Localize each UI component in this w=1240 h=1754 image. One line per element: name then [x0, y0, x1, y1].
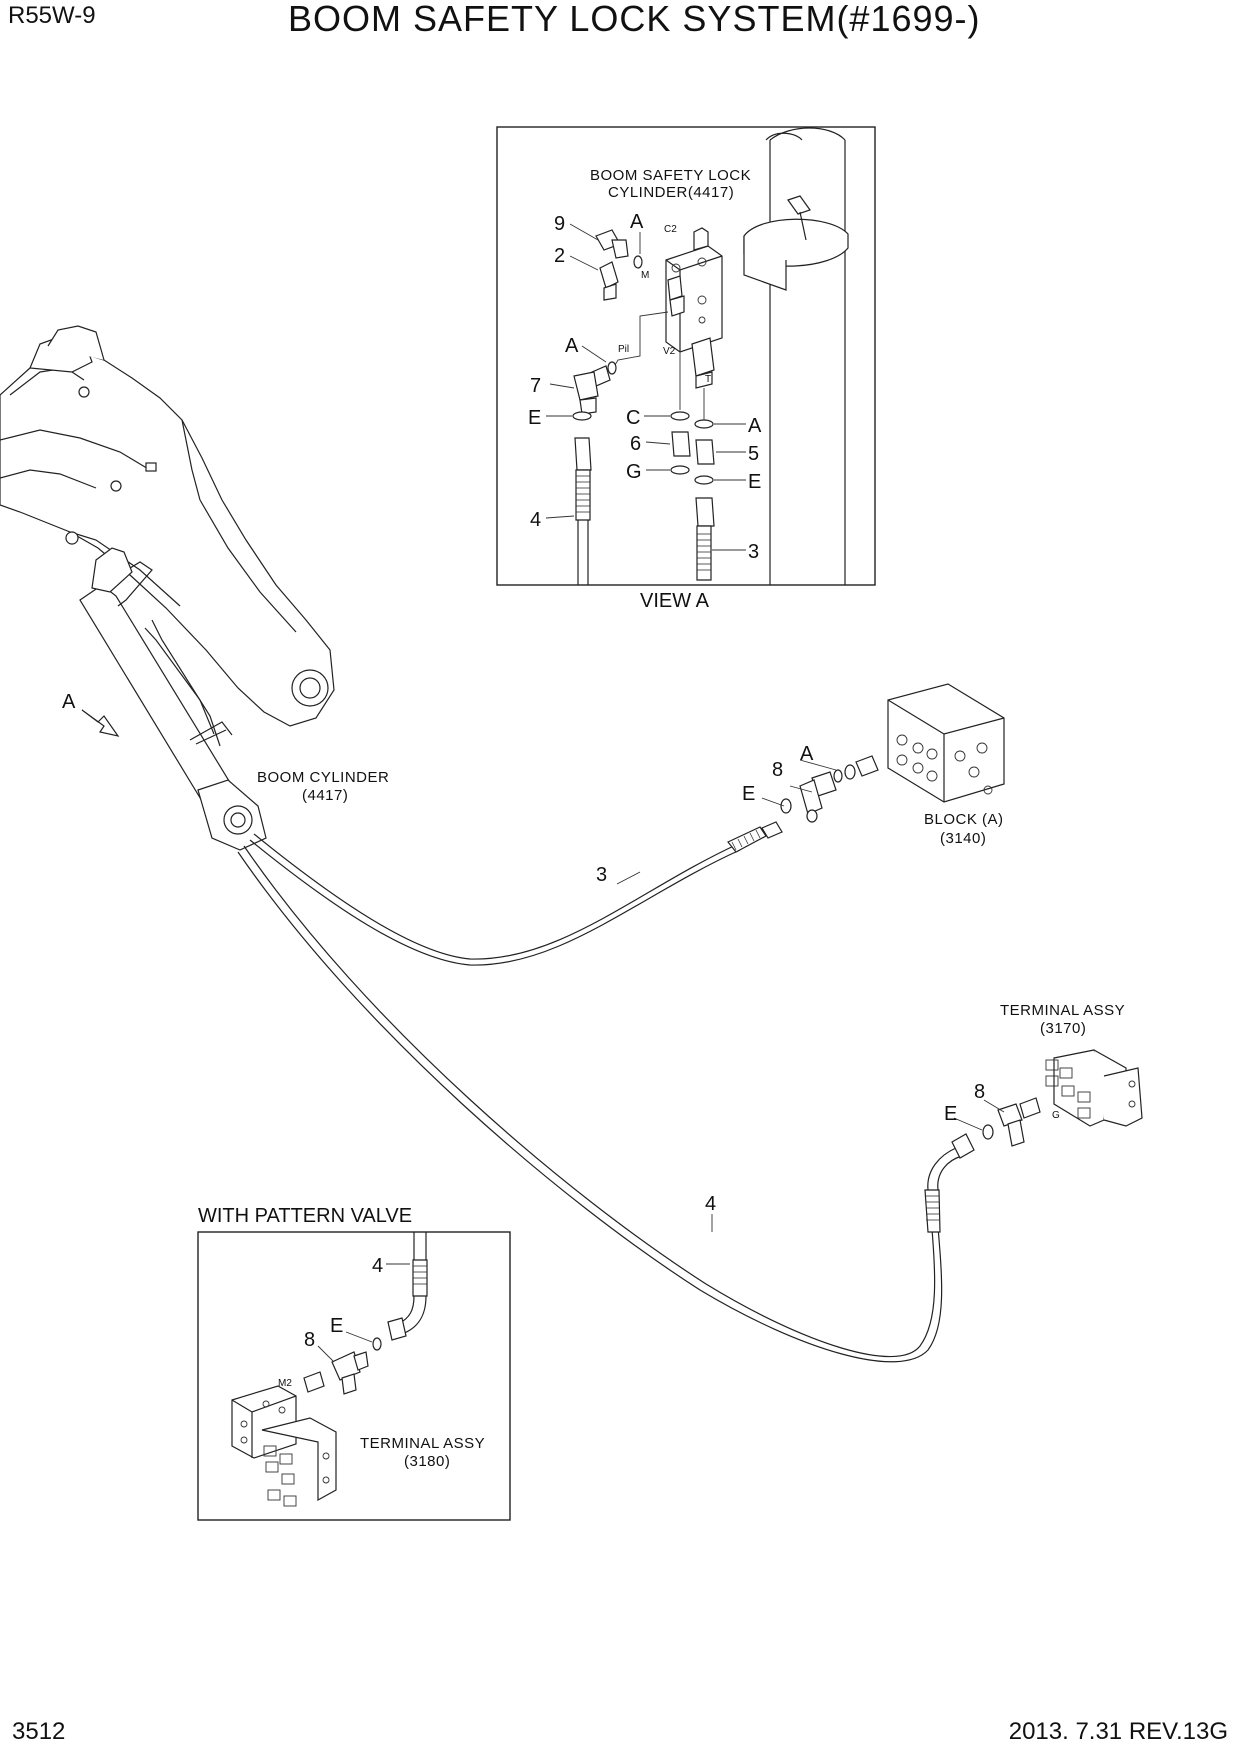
- port-m: M: [641, 270, 649, 281]
- callout-g: G: [626, 461, 642, 483]
- revision-date: 2013. 7.31 REV.13G: [1008, 1718, 1228, 1745]
- callout-3-main: 3: [596, 864, 607, 886]
- block-a-name: BLOCK (A): [924, 811, 1004, 828]
- port-g-label: G: [1052, 1110, 1060, 1121]
- callout-8-terminal: 8: [974, 1081, 985, 1103]
- port-pil: Pil: [618, 344, 629, 355]
- callout-4-main: 4: [705, 1193, 716, 1215]
- pattern-valve-frame: [197, 1231, 511, 1521]
- view-a-component-name: BOOM SAFETY LOCK: [590, 167, 751, 184]
- callout-2: 2: [554, 245, 565, 267]
- view-arrow-label: A: [62, 691, 76, 713]
- terminal-assy-3170: TERMINAL ASSY (3170) G 8 E: [944, 1002, 1143, 1147]
- view-a-arrow: A: [62, 691, 120, 737]
- terminal-3180-code: (3180): [404, 1453, 450, 1470]
- callout-c: C: [626, 407, 640, 429]
- boom-cylinder-caption: BOOM CYLINDER (4417): [257, 769, 389, 804]
- callout-e-view-2: E: [748, 471, 761, 493]
- view-a-component-code: CYLINDER(4417): [608, 184, 734, 201]
- svg-text:BOOM CYLINDER: BOOM CYLINDER: [257, 769, 389, 786]
- callout-a-view-2: A: [565, 335, 579, 357]
- pattern-valve-title: WITH PATTERN VALVE: [198, 1205, 412, 1227]
- port-t: T: [705, 374, 711, 385]
- terminal-3170-code: (3170): [1040, 1020, 1086, 1037]
- pattern-valve-inset: WITH PATTERN VALVE 4 E 8 M2: [197, 1205, 511, 1521]
- callout-5: 5: [748, 443, 759, 465]
- callout-6: 6: [630, 433, 641, 455]
- callout-e-view-1: E: [528, 407, 541, 429]
- port-v2: V2: [663, 346, 676, 357]
- block-a-code: (3140): [940, 830, 986, 847]
- callout-8-pattern: 8: [304, 1329, 315, 1351]
- hose-4-main: 4: [237, 845, 975, 1363]
- hose-3-main: 3: [249, 821, 783, 966]
- callout-a-view-3: A: [748, 415, 762, 437]
- callout-4-pattern: 4: [372, 1255, 383, 1277]
- model-number: R55W-9: [8, 2, 96, 29]
- port-c2: C2: [664, 224, 677, 235]
- block-a-assembly: A 8 E BLOCK (A) (3140): [742, 683, 1005, 847]
- callout-e-pattern: E: [330, 1315, 343, 1337]
- view-a-inset: VIEW A BOOM SAFETY LOCK CYLINDER(4417) C…: [496, 126, 876, 612]
- callout-4-view: 4: [530, 509, 541, 531]
- callout-8-block: 8: [772, 759, 783, 781]
- page-number: 3512: [12, 1718, 66, 1745]
- callout-3-view: 3: [748, 541, 759, 563]
- callout-e-terminal: E: [944, 1103, 957, 1125]
- callout-7: 7: [530, 375, 541, 397]
- svg-text:(4417): (4417): [302, 787, 348, 804]
- terminal-3180-name: TERMINAL ASSY: [360, 1435, 485, 1452]
- page-title: BOOM SAFETY LOCK SYSTEM(#1699-): [288, 0, 981, 39]
- callout-e-block: E: [742, 783, 755, 805]
- port-m2: M2: [278, 1378, 292, 1389]
- view-a-caption: VIEW A: [640, 590, 710, 612]
- boom-arm-illustration: [0, 325, 335, 851]
- callout-a-block: A: [800, 743, 814, 765]
- terminal-3170-name: TERMINAL ASSY: [1000, 1002, 1125, 1019]
- callout-a-view-1: A: [630, 211, 644, 233]
- callout-9: 9: [554, 213, 565, 235]
- view-a-frame: [496, 126, 876, 586]
